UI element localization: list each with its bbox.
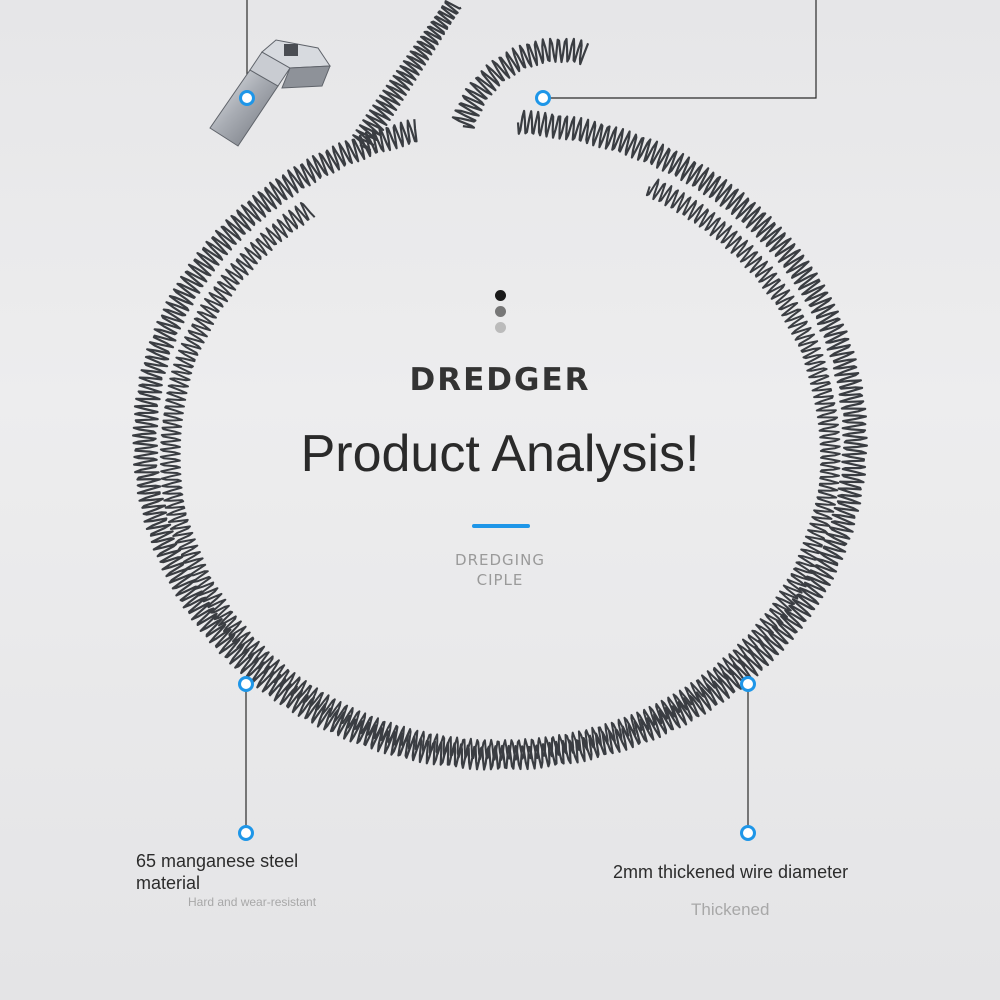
dot-light [495,322,506,333]
callout-markers [238,90,756,841]
callout-marker-4 [740,676,756,692]
dot-dark [495,290,506,301]
callout-marker-6 [740,825,756,841]
decor-dots [494,290,508,338]
callout-marker-5 [238,825,254,841]
accent-divider [472,524,530,528]
callout-marker-2 [535,90,551,106]
callout-marker-3 [238,676,254,692]
brand-title: DREDGER [409,362,591,398]
connector-head-icon [209,39,331,147]
subtitle-line-1: DREDGING [455,551,545,569]
callout-marker-1 [239,90,255,106]
subtitle-line-2: CIPLE [476,571,524,589]
feature-wire-title: 2mm thickened wire diameter [613,862,849,882]
dot-mid [495,306,506,317]
page-title: Product Analysis! [300,425,700,483]
subtitle: DREDGING CIPLE [0,550,1000,590]
feature-material-title: 65 manganese steel material [136,851,299,893]
feature-material-subtitle: Hard and wear-resistant [188,895,317,909]
feature-wire-subtitle: Thickened [691,900,770,919]
spring-coil [132,0,868,771]
